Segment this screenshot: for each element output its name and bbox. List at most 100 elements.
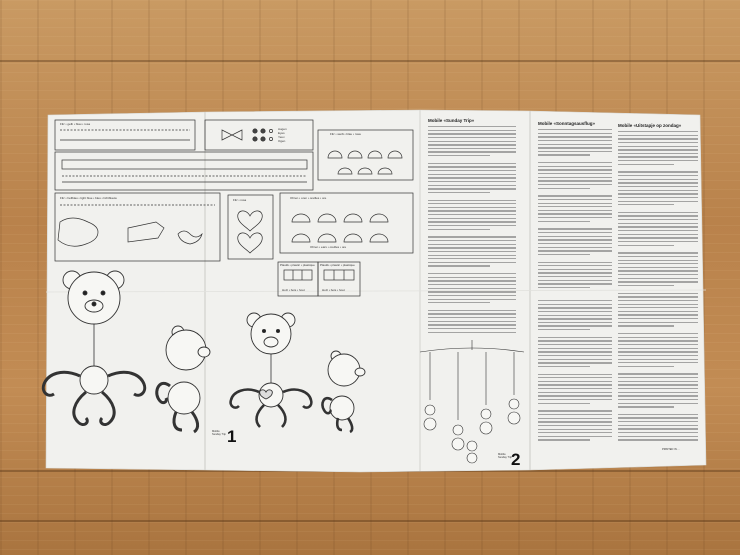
strip-label-felt: Filz • weiß • blau • rosa	[330, 132, 361, 136]
text-line	[618, 303, 698, 305]
plastic-label-a: Plastik • plastic • plastique	[280, 263, 315, 267]
text-line	[538, 384, 612, 386]
plastic-label-a-note: Holz • bois • hout	[282, 288, 305, 292]
text-line	[428, 206, 516, 209]
text-column-3	[618, 131, 698, 443]
text-line	[428, 328, 516, 330]
text-line	[618, 325, 674, 327]
text-line	[538, 183, 612, 186]
text-line	[428, 170, 516, 172]
text-line	[538, 391, 612, 394]
text-line	[538, 202, 612, 204]
strip-label-ears-bottom: Ohren • ears • oreilles • ore	[310, 245, 347, 249]
text-line	[428, 129, 516, 131]
text-line	[618, 182, 698, 184]
corner-note: PRINTED IN ...	[662, 448, 680, 451]
text-line	[428, 287, 516, 289]
text-line	[428, 173, 516, 175]
text-line	[618, 141, 698, 144]
text-line	[618, 160, 698, 162]
text-line	[538, 261, 612, 263]
text-line	[538, 314, 612, 316]
text-line	[618, 373, 698, 375]
text-line	[618, 215, 698, 217]
text-line	[538, 347, 612, 349]
bear-front-large	[41, 270, 147, 426]
text-line	[538, 358, 612, 360]
text-line	[618, 193, 698, 195]
text-line	[618, 318, 698, 320]
text-line	[618, 351, 698, 353]
bow-and-eyes-box	[204, 119, 314, 151]
text-line	[618, 226, 698, 228]
text-line	[618, 362, 698, 364]
text-line	[618, 310, 698, 313]
text-line	[538, 276, 612, 278]
text-line	[618, 413, 698, 416]
strip-label-top: Filz • gelb • blau • rosa	[60, 122, 90, 126]
text-line	[618, 175, 698, 177]
text-line	[618, 237, 698, 239]
text-line	[428, 317, 516, 319]
text-line	[618, 163, 674, 166]
text-line	[618, 439, 698, 441]
text-line	[618, 365, 674, 368]
text-line	[538, 279, 612, 281]
text-line	[618, 421, 698, 423]
text-line	[538, 354, 612, 357]
text-line	[618, 263, 698, 265]
plastic-label-b-note: Holz • bois • hout	[322, 288, 345, 292]
text-line	[618, 196, 698, 199]
text-line	[428, 191, 490, 194]
text-line	[428, 144, 516, 146]
text-line	[538, 198, 612, 201]
text-line	[538, 413, 612, 416]
fold-line	[45, 289, 707, 293]
text-line	[538, 388, 612, 390]
strip-label-ears-top: Ohren • oren • oreilles • ore	[290, 196, 327, 200]
text-line	[428, 273, 516, 275]
text-line	[538, 395, 612, 397]
text-line	[538, 176, 612, 178]
text-line	[428, 155, 490, 157]
step-caption: Mobile Sunday Trip	[212, 430, 226, 437]
text-line	[538, 228, 612, 230]
step-caption: Mobile Sunday Trip	[498, 453, 512, 460]
text-line	[618, 417, 698, 419]
text-line	[618, 388, 698, 390]
text-line	[428, 126, 516, 128]
text-line	[618, 391, 698, 393]
text-line	[538, 417, 612, 419]
text-line	[618, 152, 698, 155]
text-line	[538, 362, 612, 364]
text-line	[618, 354, 698, 357]
text-line	[538, 272, 612, 274]
text-line	[428, 162, 516, 165]
text-line	[538, 165, 612, 168]
text-line	[618, 284, 674, 287]
text-line	[538, 325, 612, 327]
text-line	[428, 184, 516, 186]
text-line	[618, 384, 698, 386]
text-line	[618, 185, 698, 188]
text-line	[428, 203, 516, 205]
text-line	[618, 255, 698, 258]
legend-item: Eyes	[278, 131, 285, 135]
text-column-2b	[538, 300, 612, 447]
text-line	[428, 261, 516, 264]
text-line	[538, 421, 612, 423]
text-line	[538, 351, 612, 353]
plastic-label-b: Plastik • plastic • plastique	[320, 263, 355, 267]
bear-side-medium	[321, 350, 366, 434]
text-line	[538, 136, 612, 138]
text-line	[538, 410, 612, 412]
paragraph-gap	[538, 443, 612, 447]
text-line	[618, 424, 698, 427]
text-line	[538, 213, 612, 215]
text-line	[618, 398, 698, 401]
text-line	[428, 180, 516, 183]
text-line	[618, 138, 698, 140]
pattern-strip-long	[54, 151, 314, 191]
floor-seam	[0, 520, 740, 522]
text-line	[538, 187, 590, 189]
